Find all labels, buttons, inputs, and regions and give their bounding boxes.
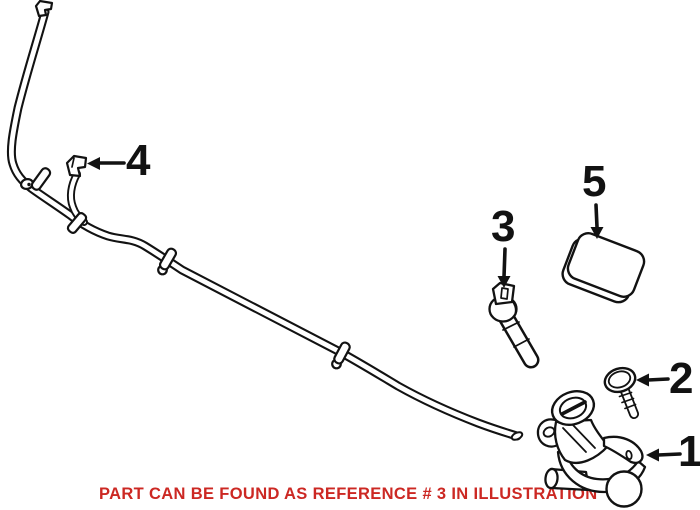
pump-assembly [536, 389, 647, 508]
callout-label-3: 3 [491, 202, 516, 251]
callout-arrow-3 [497, 247, 511, 288]
callout-label-2: 2 [669, 354, 694, 403]
callout-label-5: 5 [582, 157, 607, 206]
callout-label-4: 4 [126, 136, 151, 185]
hose-top-fitting [34, 0, 54, 18]
hose-clamp-eyelet [19, 167, 52, 191]
callout-label-1: 1 [678, 427, 700, 476]
callout-arrow-1 [646, 448, 682, 462]
caption-text: PART CAN BE FOUND AS REFERENCE # 3 IN IL… [99, 485, 598, 503]
callout-arrow-5 [590, 203, 604, 239]
spray-nozzle [488, 281, 532, 360]
hose-clamp-lower [331, 341, 351, 370]
callout-arrow-2 [636, 373, 670, 387]
washer-hose [11, 0, 524, 441]
mounting-screw [603, 366, 639, 414]
hose-open-end [510, 431, 524, 441]
branch-connector [65, 154, 88, 178]
nozzle-cover [561, 232, 646, 304]
callout-arrow-4 [87, 157, 126, 170]
hose-junction-fitting [66, 212, 88, 234]
hose-clamp-mid [157, 247, 178, 276]
